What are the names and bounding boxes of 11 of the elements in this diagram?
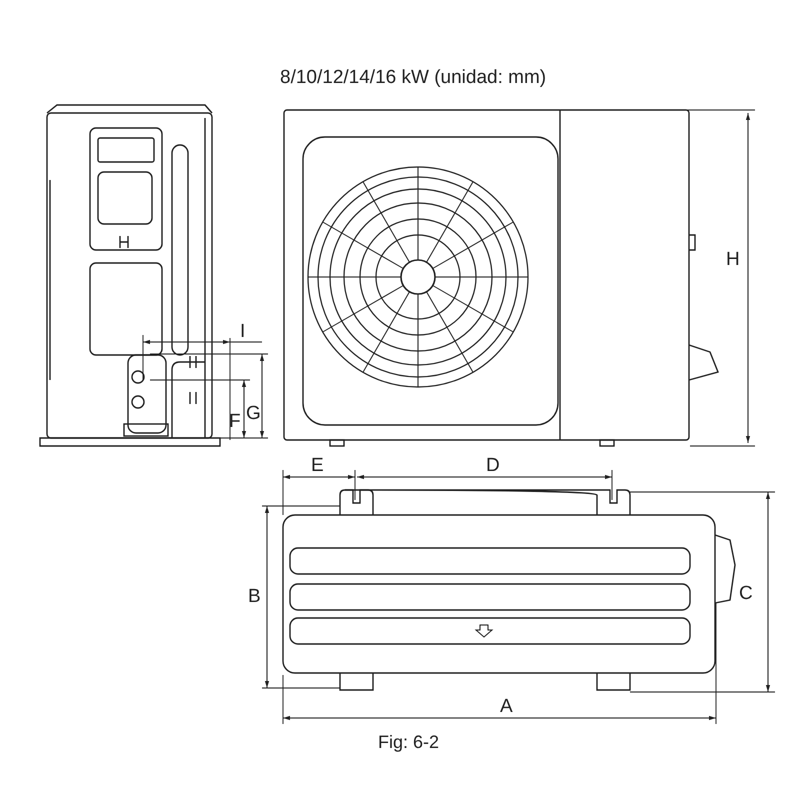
dimension-label: F [229, 412, 241, 431]
caption: Fig: 6-2 [378, 733, 440, 751]
dimension-label: E [311, 456, 324, 475]
dimension-label: A [500, 697, 513, 716]
title: 8/10/12/14/16 kW (unidad: mm) [280, 68, 546, 87]
dimension-label: H [726, 250, 740, 269]
dimension-label: B [248, 587, 261, 606]
dimension-label: I [240, 322, 246, 341]
dimension-label: C [739, 584, 753, 603]
dimension-label: G [246, 404, 261, 423]
dimension-label: D [486, 456, 500, 475]
